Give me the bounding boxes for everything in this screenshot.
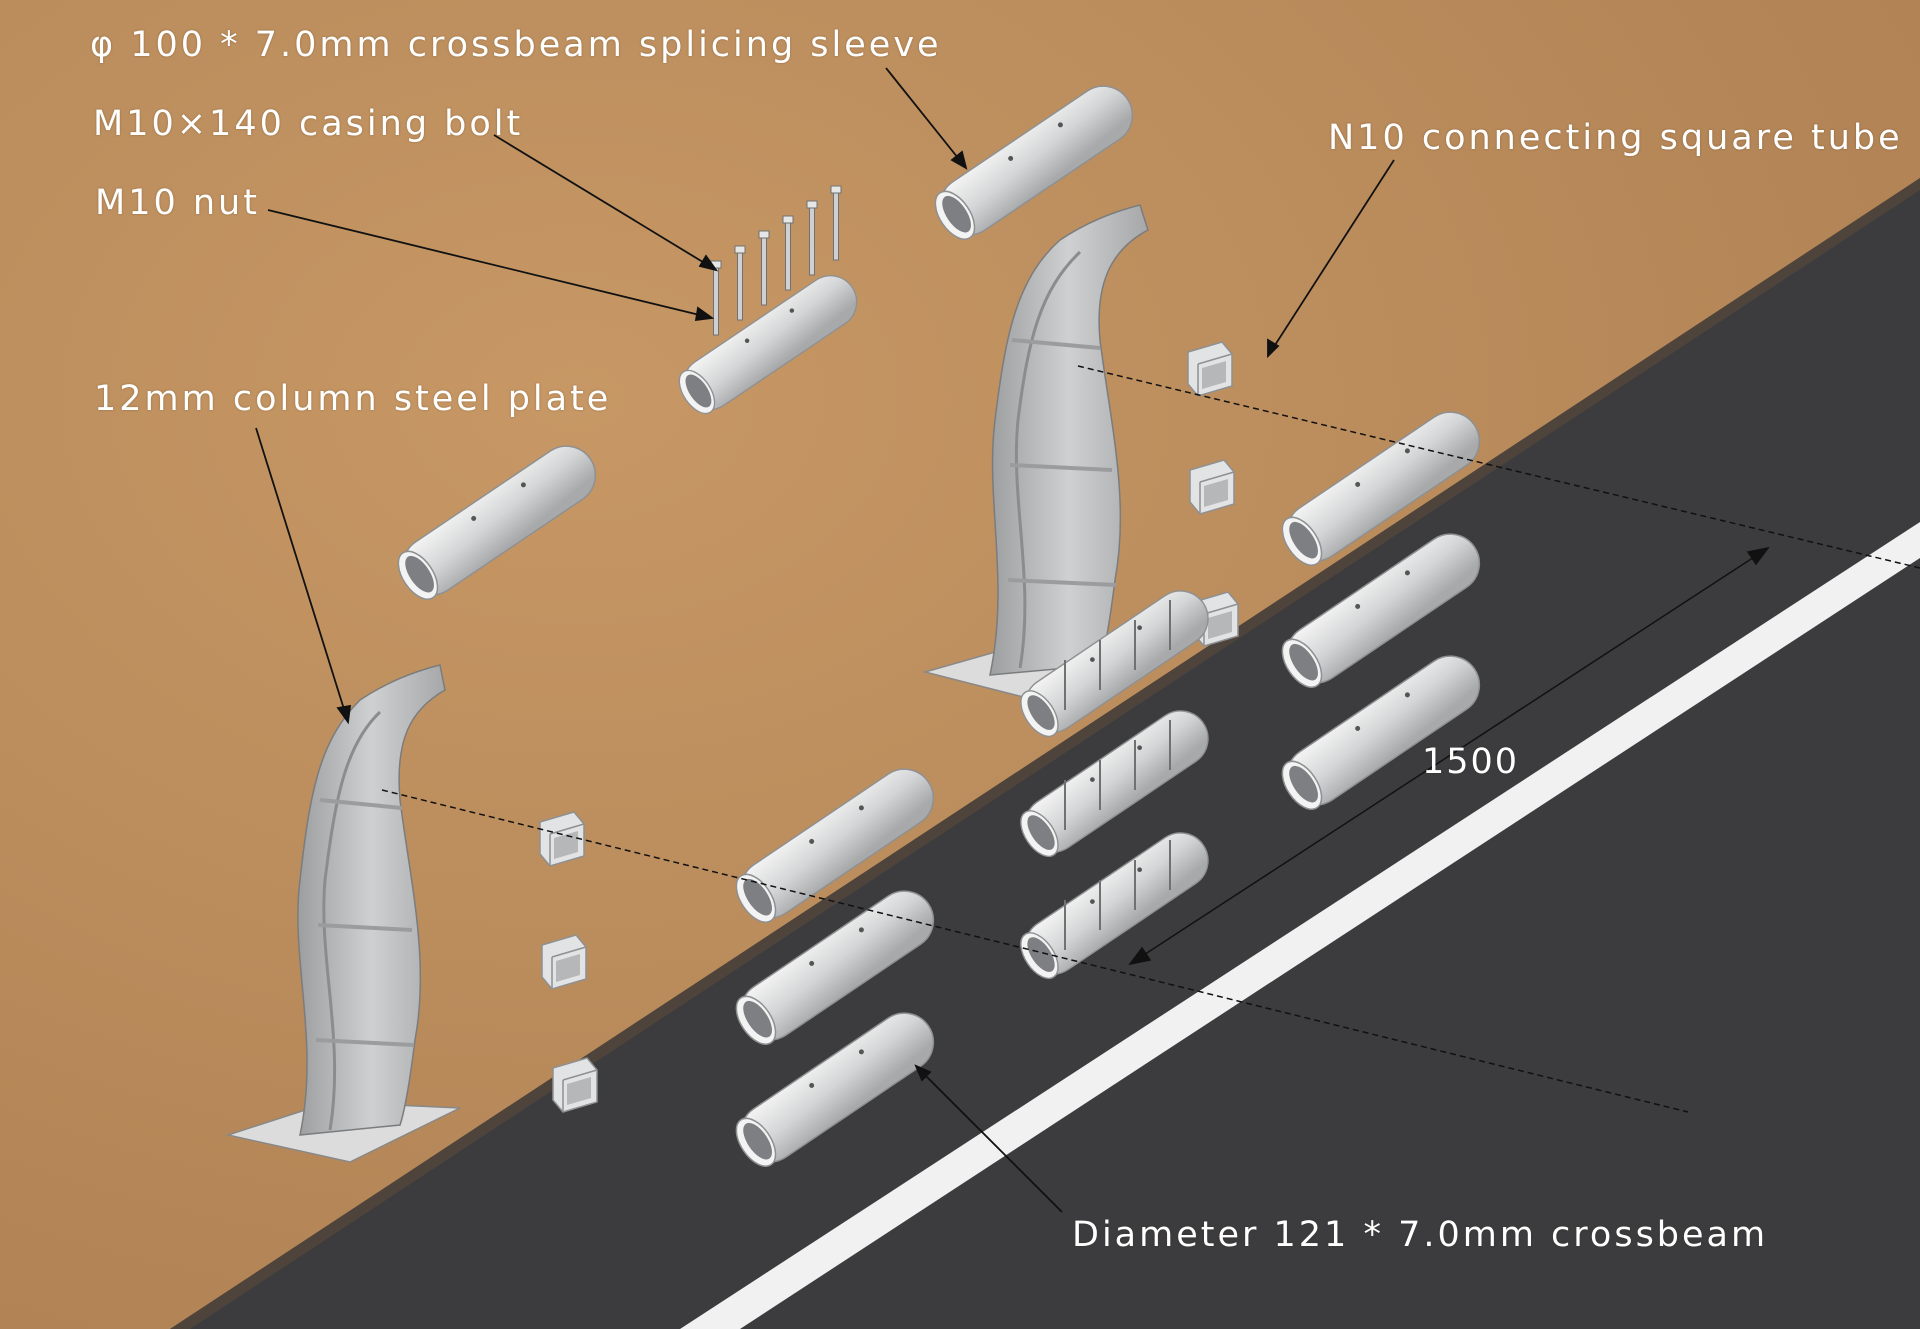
road-edge	[170, 178, 1920, 1329]
label-casing-bolt: M10×140 casing bolt	[93, 104, 524, 144]
square-tube-left-2	[541, 934, 587, 990]
label-splicing-sleeve: φ 100 * 7.0mm crossbeam splicing sleeve	[90, 25, 942, 65]
axis-lines	[381, 365, 1920, 1113]
bolted-tubes	[1011, 579, 1220, 988]
square-tube-right-2	[1189, 459, 1235, 515]
road-stripe	[680, 522, 1920, 1329]
label-square-tube: N10 connecting square tube	[1328, 118, 1903, 158]
leader-lines	[255, 67, 1395, 1213]
square-tube-left-3	[552, 1057, 598, 1113]
label-dimension: 1500	[1422, 742, 1520, 782]
label-nut: M10 nut	[95, 183, 260, 223]
dimension-line-1500	[1128, 546, 1770, 966]
column-steel-plate-left	[225, 664, 461, 1163]
label-column-plate: 12mm column steel plate	[94, 379, 612, 419]
square-tube-left-1	[539, 811, 585, 867]
square-tube-right-1	[1187, 341, 1233, 397]
label-crossbeam: Diameter 121 * 7.0mm crossbeam	[1072, 1215, 1769, 1255]
